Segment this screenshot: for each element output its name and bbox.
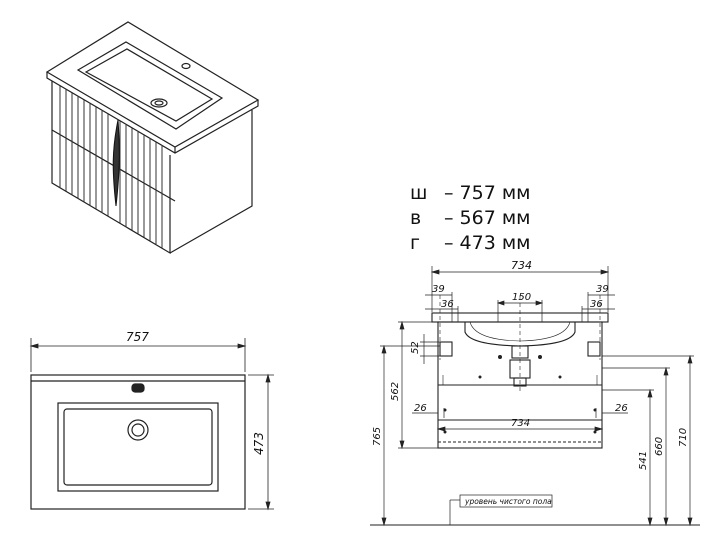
- top-depth-label: 473: [252, 432, 266, 455]
- dim-26-left: 26: [414, 403, 427, 414]
- dim-52: 52: [410, 341, 421, 354]
- fluted-front: [59, 86, 163, 248]
- spec-depth-value: – 473 мм: [444, 232, 531, 254]
- spec-depth: г – 473 мм: [410, 231, 531, 256]
- dim-734-inner: 734: [511, 418, 530, 429]
- dim-765: 765: [372, 427, 383, 446]
- dim-541: 541: [638, 451, 649, 470]
- spec-width-key: ш: [410, 182, 428, 204]
- spec-height-key: в: [410, 207, 422, 229]
- spec-depth-key: г: [410, 232, 420, 254]
- spec-height-value: – 567 мм: [444, 207, 531, 229]
- spec-width: ш – 757 мм: [410, 181, 531, 206]
- spec-width-value: – 757 мм: [444, 182, 531, 204]
- spec-height: в – 567 мм: [410, 206, 531, 231]
- dim-26-right: 26: [615, 403, 628, 414]
- top-width-label: 757: [126, 330, 149, 344]
- dim-734-top: 734: [511, 259, 532, 272]
- dim-36-right: 36: [590, 299, 603, 310]
- handle-icon: [112, 119, 120, 207]
- dim-39-left: 39: [432, 284, 445, 295]
- dim-39-right: 39: [596, 284, 609, 295]
- floor-label-box: [459, 494, 553, 508]
- dim-660: 660: [654, 437, 665, 456]
- floor-level-label: уровень чистого пола: [464, 497, 552, 506]
- dim-562: 562: [390, 382, 401, 401]
- dim-710: 710: [678, 428, 689, 447]
- dim-36-left: 36: [441, 299, 454, 310]
- dim-150: 150: [512, 292, 531, 303]
